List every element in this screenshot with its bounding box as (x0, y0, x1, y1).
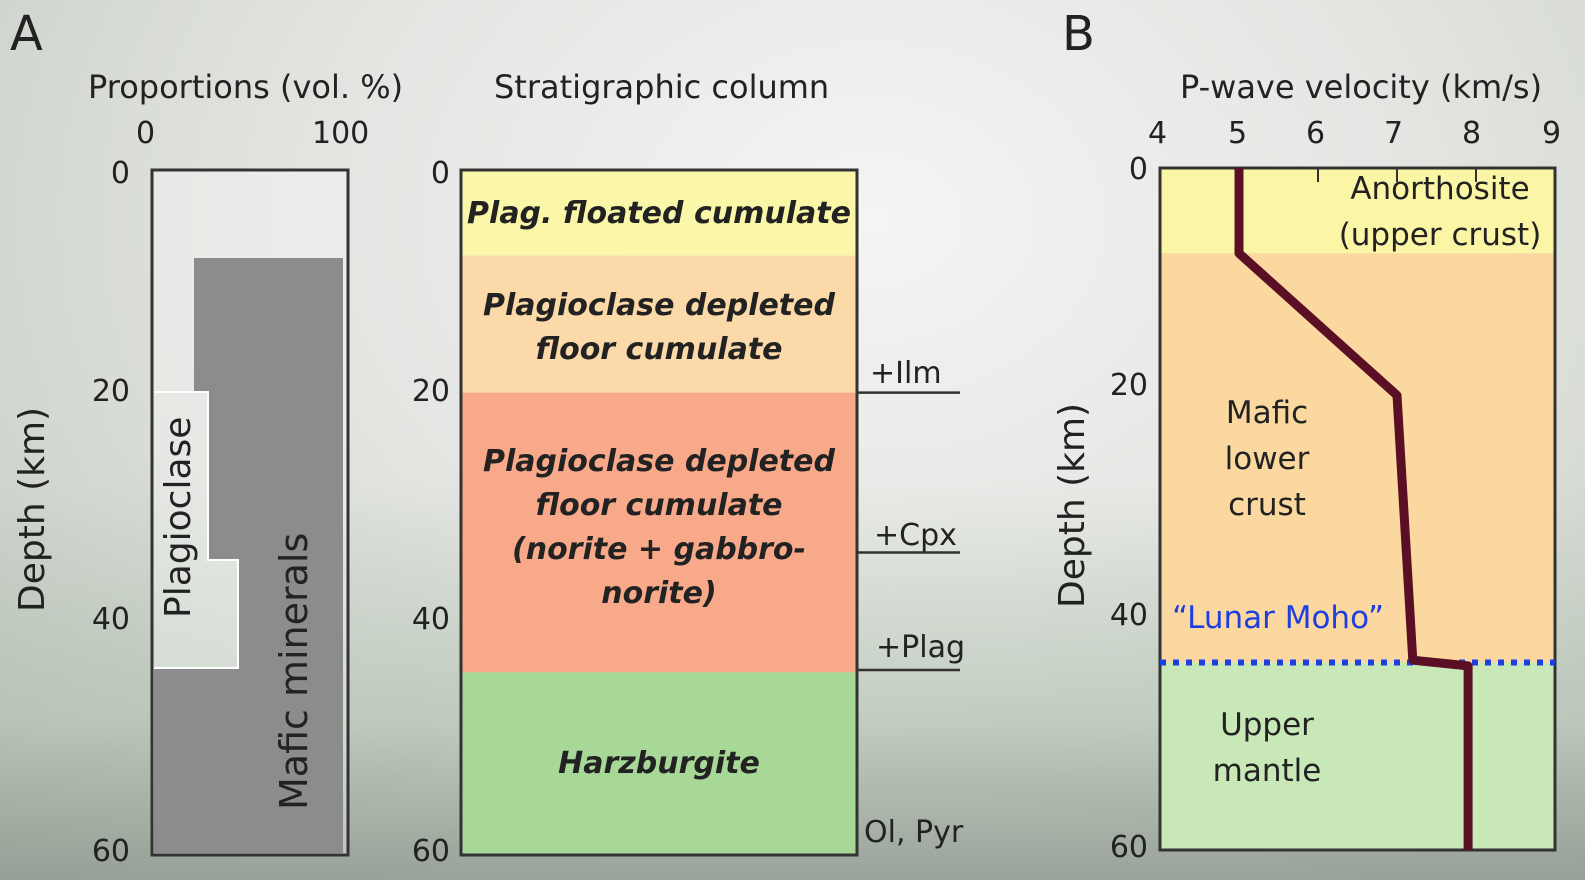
velocity-x-tick: 9 (1542, 116, 1562, 151)
region-line: (upper crust) (1338, 217, 1542, 253)
mafic-fill (154, 258, 343, 853)
strat-layer-labels: Plag. floated cumulate Plagioclase deple… (461, 170, 857, 855)
layer-label-harzburgite: Harzburgite (461, 742, 857, 786)
region-line: lower (1224, 441, 1310, 477)
velocity-x-tick: 5 (1228, 116, 1248, 151)
strat-y-tick: 20 (411, 374, 450, 409)
region-line: Anorthosite (1350, 171, 1530, 207)
velocity-y-tick: 0 (1128, 152, 1148, 187)
marker-label-ilm: +Ilm (870, 356, 942, 391)
proportions-y-tick: 0 (110, 156, 130, 191)
strat-y-tick: 40 (411, 602, 450, 637)
strat-layers (461, 170, 857, 855)
strat-frame (459, 168, 859, 857)
plagioclase-label: Plagioclase (158, 416, 199, 618)
layer-line: Harzburgite (558, 746, 760, 781)
layer-line: Plag. floated cumulate (467, 196, 851, 231)
layer-line: Plagioclase depleted (483, 444, 835, 479)
proportions-y-tick: 60 (91, 834, 130, 869)
vp-profile-line (1234, 168, 1473, 850)
marker-label-cpx: +Cpx (874, 518, 957, 553)
strat-layer (461, 672, 857, 855)
velocity-y-label: Depth (km) (1052, 402, 1093, 608)
velocity-y-tick: 60 (1109, 830, 1148, 865)
velocity-x-tick: 6 (1306, 116, 1326, 151)
layer-label-plag-floated: Plag. floated cumulate (461, 192, 857, 236)
layer-line: floor cumulate (535, 332, 783, 367)
velocity-y-tick: 20 (1109, 368, 1148, 403)
layer-label-upper-depleted: Plagioclase depleted floor cumulate (461, 284, 857, 372)
proportions-title: Proportions (vol. %) (88, 68, 404, 106)
velocity-frame (1158, 166, 1557, 852)
proportions-y-tick: 40 (91, 602, 130, 637)
velocity-x-tick: 7 (1384, 116, 1404, 151)
strat-layer (461, 255, 857, 393)
region-label-anorthosite: Anorthosite (upper crust) (1330, 166, 1550, 258)
lunar-moho-label: “Lunar Moho” (1172, 600, 1385, 636)
strat-layer (461, 170, 857, 256)
panel-letter-a: A (10, 6, 43, 62)
panel-letter-b: B (1062, 6, 1095, 62)
marker-label-ol-pyr: Ol, Pyr (864, 815, 964, 850)
strat-y-tick: 60 (411, 834, 450, 869)
strat-layer (461, 392, 857, 673)
velocity-x-tick: 4 (1148, 116, 1168, 151)
velocity-regions (1160, 168, 1555, 850)
velocity-x-tick: 8 (1462, 116, 1482, 151)
region-line: mantle (1212, 753, 1322, 789)
layer-label-norite: Plagioclase depleted floor cumulate (nor… (461, 440, 857, 616)
region-line: Mafic (1225, 395, 1309, 431)
proportions-x-tick: 0 (136, 116, 156, 151)
layer-line: floor cumulate (535, 488, 783, 523)
mafic-minerals-label: Mafic minerals (272, 532, 316, 810)
marker-label-plag: +Plag (876, 630, 965, 665)
velocity-region (1160, 662, 1555, 850)
proportions-y-tick: 20 (91, 374, 130, 409)
region-line: crust (1228, 487, 1306, 523)
layer-line: (norite + gabbro-norite) (512, 532, 806, 611)
plagioclase-boundary (154, 391, 239, 669)
velocity-region (1160, 168, 1555, 254)
region-label-upper-mantle: Upper mantle (1192, 702, 1342, 794)
layer-line: Plagioclase depleted (483, 288, 835, 323)
proportions-x-tick: 100 (312, 116, 370, 151)
strat-marker-lines (857, 391, 960, 672)
strat-y-tick: 0 (430, 156, 450, 191)
velocity-region (1160, 253, 1555, 663)
velocity-y-tick: 40 (1109, 598, 1148, 633)
velocity-title: P-wave velocity (km/s) (1180, 68, 1543, 106)
region-label-mafic-crust: Mafic lower crust (1192, 390, 1342, 528)
region-line: Upper (1220, 707, 1314, 743)
strat-title: Stratigraphic column (494, 68, 830, 106)
